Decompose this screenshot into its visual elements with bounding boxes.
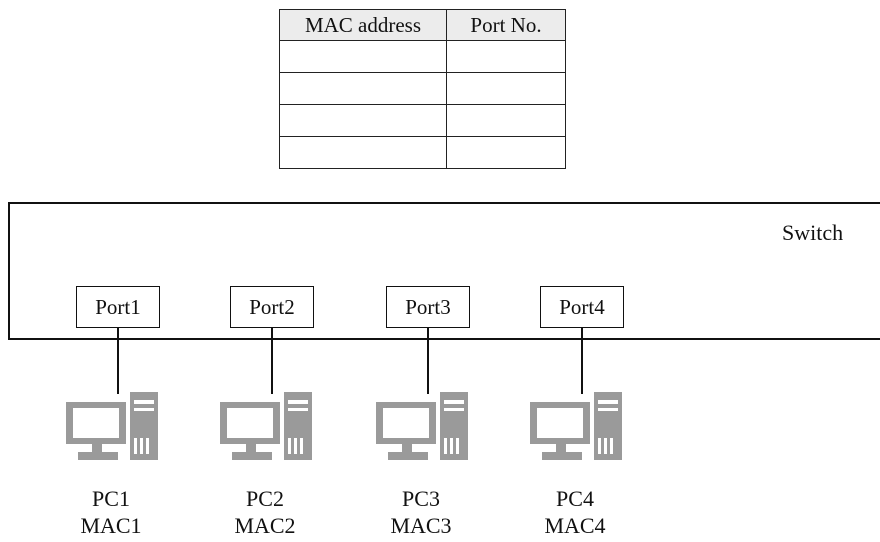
table-row [279,104,566,137]
table-cell-mac [279,40,447,73]
table-header-row: MAC address Port No. [279,9,566,41]
table-cell-port [446,104,566,137]
computer-icon [530,392,622,460]
switch-label: Switch [782,220,844,245]
pc-name-4: PC4 [556,486,594,511]
computer-icon [376,392,468,460]
pc-mac-4: MAC4 [544,513,606,538]
mac-address-table: MAC address Port No. [279,9,566,169]
table-cell-mac [279,72,447,105]
port-1: Port1 [76,286,160,328]
table-row [279,136,566,169]
switch-box [8,202,880,340]
pc-name-1: PC1 [92,486,130,511]
table-cell-port [446,136,566,169]
table-cell-port [446,40,566,73]
port-4: Port4 [540,286,624,328]
pc-name-3: PC3 [402,486,440,511]
link-line-3 [427,328,429,394]
header-mac-address: MAC address [279,9,447,41]
header-port-no: Port No. [446,9,566,41]
computer-icon [220,392,312,460]
pc-name-2: PC2 [246,486,284,511]
link-line-2 [271,328,273,394]
table-row [279,72,566,105]
table-cell-mac [279,104,447,137]
link-line-1 [117,328,119,394]
pc-mac-3: MAC3 [390,513,452,538]
pc-mac-1: MAC1 [80,513,142,538]
link-line-4 [581,328,583,394]
computer-icon [66,392,158,460]
table-cell-mac [279,136,447,169]
pc-mac-2: MAC2 [234,513,296,538]
port-3: Port3 [386,286,470,328]
table-cell-port [446,72,566,105]
table-row [279,40,566,73]
port-2: Port2 [230,286,314,328]
